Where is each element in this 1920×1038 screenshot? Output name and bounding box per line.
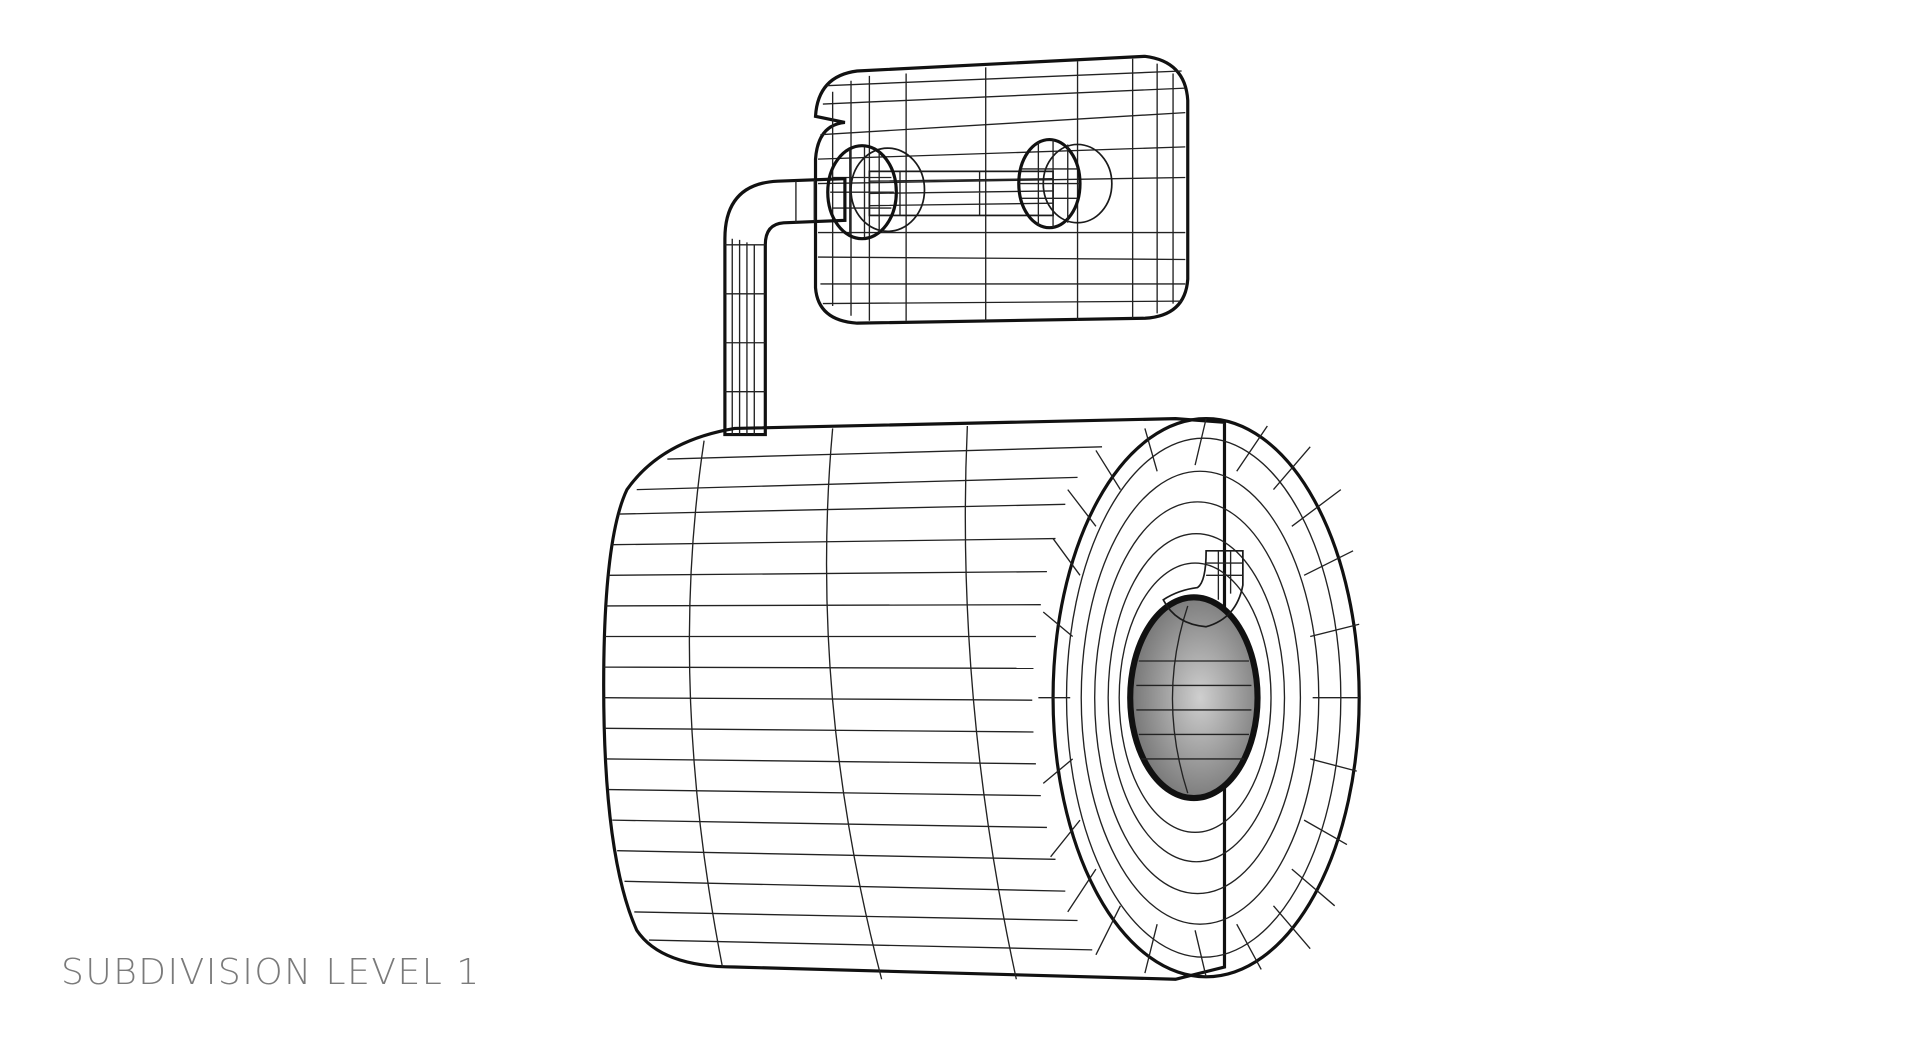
mount-knob-left [826,144,926,241]
holder-arm [723,177,847,437]
roll-end-face [1038,417,1361,979]
wall-plate [813,54,1190,325]
paper-roll [602,417,1227,981]
roll-core-hole [1127,594,1261,802]
holder-arm-end [1162,549,1244,628]
mount-knob-right [1017,137,1113,230]
subdivision-level-caption: SUBDIVISION LEVEL 1 [61,952,481,993]
